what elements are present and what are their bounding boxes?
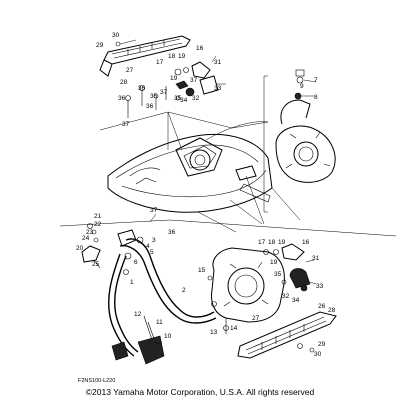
callout-21: 21	[94, 213, 102, 220]
callout-30-top: 30	[112, 32, 120, 39]
right-latch-assembly	[263, 243, 317, 292]
leader-lines-hull	[59, 121, 397, 237]
callout-29-top: 29	[96, 42, 104, 49]
callout-12: 12	[134, 311, 142, 318]
callout-16-right: 16	[302, 239, 310, 246]
callout-6: 6	[134, 259, 138, 266]
diagram-code: F2NS100-L220	[78, 378, 116, 384]
callout-35-top: 35	[174, 95, 182, 102]
callout-24: 24	[82, 235, 90, 242]
callout-9: 9	[300, 83, 304, 90]
callout-34-top: 34	[180, 97, 188, 104]
callout-17-right: 17	[258, 239, 266, 246]
callout-29-bottom: 29	[318, 341, 326, 348]
callout-27-top: 27	[126, 67, 134, 74]
callout-26: 26	[318, 303, 326, 310]
callout-4: 4	[146, 243, 150, 250]
callout-19b-right: 19	[270, 259, 278, 266]
callout-5: 5	[150, 249, 154, 256]
bottom-rail-assembly	[237, 311, 337, 359]
top-latch-assembly	[174, 55, 226, 101]
callout-labels: 29 30 27 28 16 17 18 19 19 31 32 33 34 3…	[76, 32, 336, 358]
callout-30-bottom: 30	[314, 351, 322, 358]
callout-31-top: 31	[214, 59, 222, 66]
left-hose-assembly	[81, 223, 217, 365]
callout-16-top: 16	[196, 45, 204, 52]
callout-1: 1	[130, 279, 134, 286]
callout-19-top: 19	[178, 53, 186, 60]
callout-32-top: 32	[192, 95, 200, 102]
copyright-notice: ©2013 Yamaha Motor Corporation, U.S.A. A…	[85, 387, 315, 397]
callout-36-a: 36	[118, 95, 126, 102]
callout-23: 23	[86, 229, 94, 236]
callout-11: 11	[156, 319, 163, 326]
callout-28-top: 28	[120, 79, 128, 86]
callout-33-right: 33	[316, 283, 324, 290]
callout-35-right: 35	[274, 271, 282, 278]
callout-36-c: 36	[146, 103, 154, 110]
callout-19b-top: 19	[170, 75, 178, 82]
callout-36-mid: 36	[168, 229, 176, 236]
callout-34-right: 34	[292, 297, 300, 304]
callout-17-top: 17	[156, 59, 164, 66]
callout-28-bottom: 28	[328, 307, 336, 314]
callout-18-top: 18	[168, 53, 176, 60]
callout-35-b: 35	[150, 93, 158, 100]
callout-18-right: 18	[268, 239, 276, 246]
callout-32-right: 32	[282, 293, 290, 300]
callout-7: 7	[314, 77, 318, 84]
callout-37-a: 37	[122, 121, 130, 128]
callout-37-top-right: 37	[190, 77, 198, 84]
callout-13: 13	[210, 329, 218, 336]
callout-33-top: 33	[214, 85, 222, 92]
callout-27-bottom: 27	[252, 315, 260, 322]
top-fasteners	[125, 85, 167, 118]
callout-2: 2	[182, 287, 186, 294]
callout-8: 8	[314, 94, 318, 101]
callout-37-b: 37	[160, 89, 168, 96]
callout-19-right: 19	[278, 239, 286, 246]
callout-25: 25	[92, 261, 100, 268]
callout-15: 15	[198, 267, 206, 274]
callout-10: 10	[164, 333, 172, 340]
callout-36-b: 36	[138, 85, 146, 92]
callout-22: 22	[94, 221, 102, 228]
pump-intake-housing	[207, 247, 285, 334]
callout-37-mid: 37	[150, 207, 158, 214]
jet-pump-inset	[263, 69, 336, 213]
callout-14: 14	[230, 325, 238, 332]
top-rail-assembly	[99, 35, 191, 77]
callout-20: 20	[76, 245, 84, 252]
watercraft-hull	[107, 133, 273, 213]
callout-3: 3	[152, 237, 156, 244]
callout-31-right: 31	[312, 255, 320, 262]
